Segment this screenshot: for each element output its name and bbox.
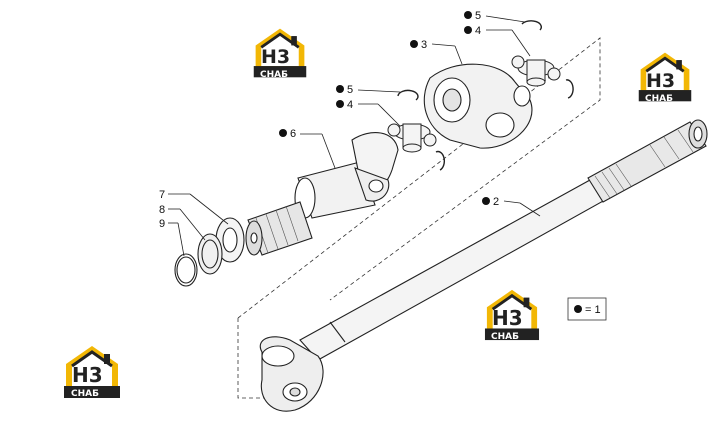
- callout-9: 9: [159, 218, 165, 230]
- callout-label: 8: [159, 204, 165, 216]
- logo-sub: CHAБ: [491, 332, 519, 342]
- callout-6: 6: [279, 128, 296, 140]
- logo-letters: H3: [646, 70, 675, 92]
- axle-shaft: [259, 119, 708, 412]
- logo-letters: H3: [261, 46, 290, 68]
- stub-shaft: [245, 132, 399, 256]
- callout-label: 2: [493, 196, 499, 208]
- watermark-logo-top-right: H3 CHAБ: [637, 51, 693, 104]
- logo-letters: H3: [72, 363, 103, 387]
- callout-5-upper: 5: [464, 10, 481, 22]
- washers: [174, 217, 245, 287]
- logo-sub: CHAБ: [645, 94, 673, 104]
- leader-lines: [168, 15, 541, 257]
- cross-upper: [511, 55, 561, 87]
- callout-label: 9: [159, 218, 165, 230]
- cardan-housing: [423, 63, 533, 149]
- callout-4-lower: 4: [336, 99, 353, 111]
- callout-label: 5: [347, 84, 353, 96]
- callout-3: 3: [410, 39, 427, 51]
- callout-label: 7: [159, 189, 165, 201]
- callout-8: 8: [159, 204, 165, 216]
- logo-sub: CHAБ: [71, 389, 99, 399]
- assembly-boundary: [237, 37, 601, 399]
- legend-text: = 1: [585, 304, 601, 316]
- callout-7: 7: [159, 189, 165, 201]
- logo-sub: CHAБ: [260, 70, 288, 80]
- callout-label: 4: [475, 25, 481, 37]
- logo-letters: H3: [492, 306, 523, 330]
- watermark-logo-center: H3 CHAБ: [483, 288, 541, 342]
- watermark-logo-top-left: H3 CHAБ: [252, 27, 308, 80]
- callout-label: 3: [421, 39, 427, 51]
- callout-label: 4: [347, 99, 353, 111]
- callout-label: 5: [475, 10, 481, 22]
- cross-lower: [387, 123, 437, 153]
- legend-box: = 1: [567, 297, 607, 321]
- callout-4-upper: 4: [464, 25, 481, 37]
- callout-label: 6: [290, 128, 296, 140]
- watermark-logo-bottom-left: H3 CHAБ: [62, 344, 122, 400]
- snap-rings: [397, 20, 574, 171]
- callout-2: 2: [482, 196, 499, 208]
- callout-5-lower: 5: [336, 84, 353, 96]
